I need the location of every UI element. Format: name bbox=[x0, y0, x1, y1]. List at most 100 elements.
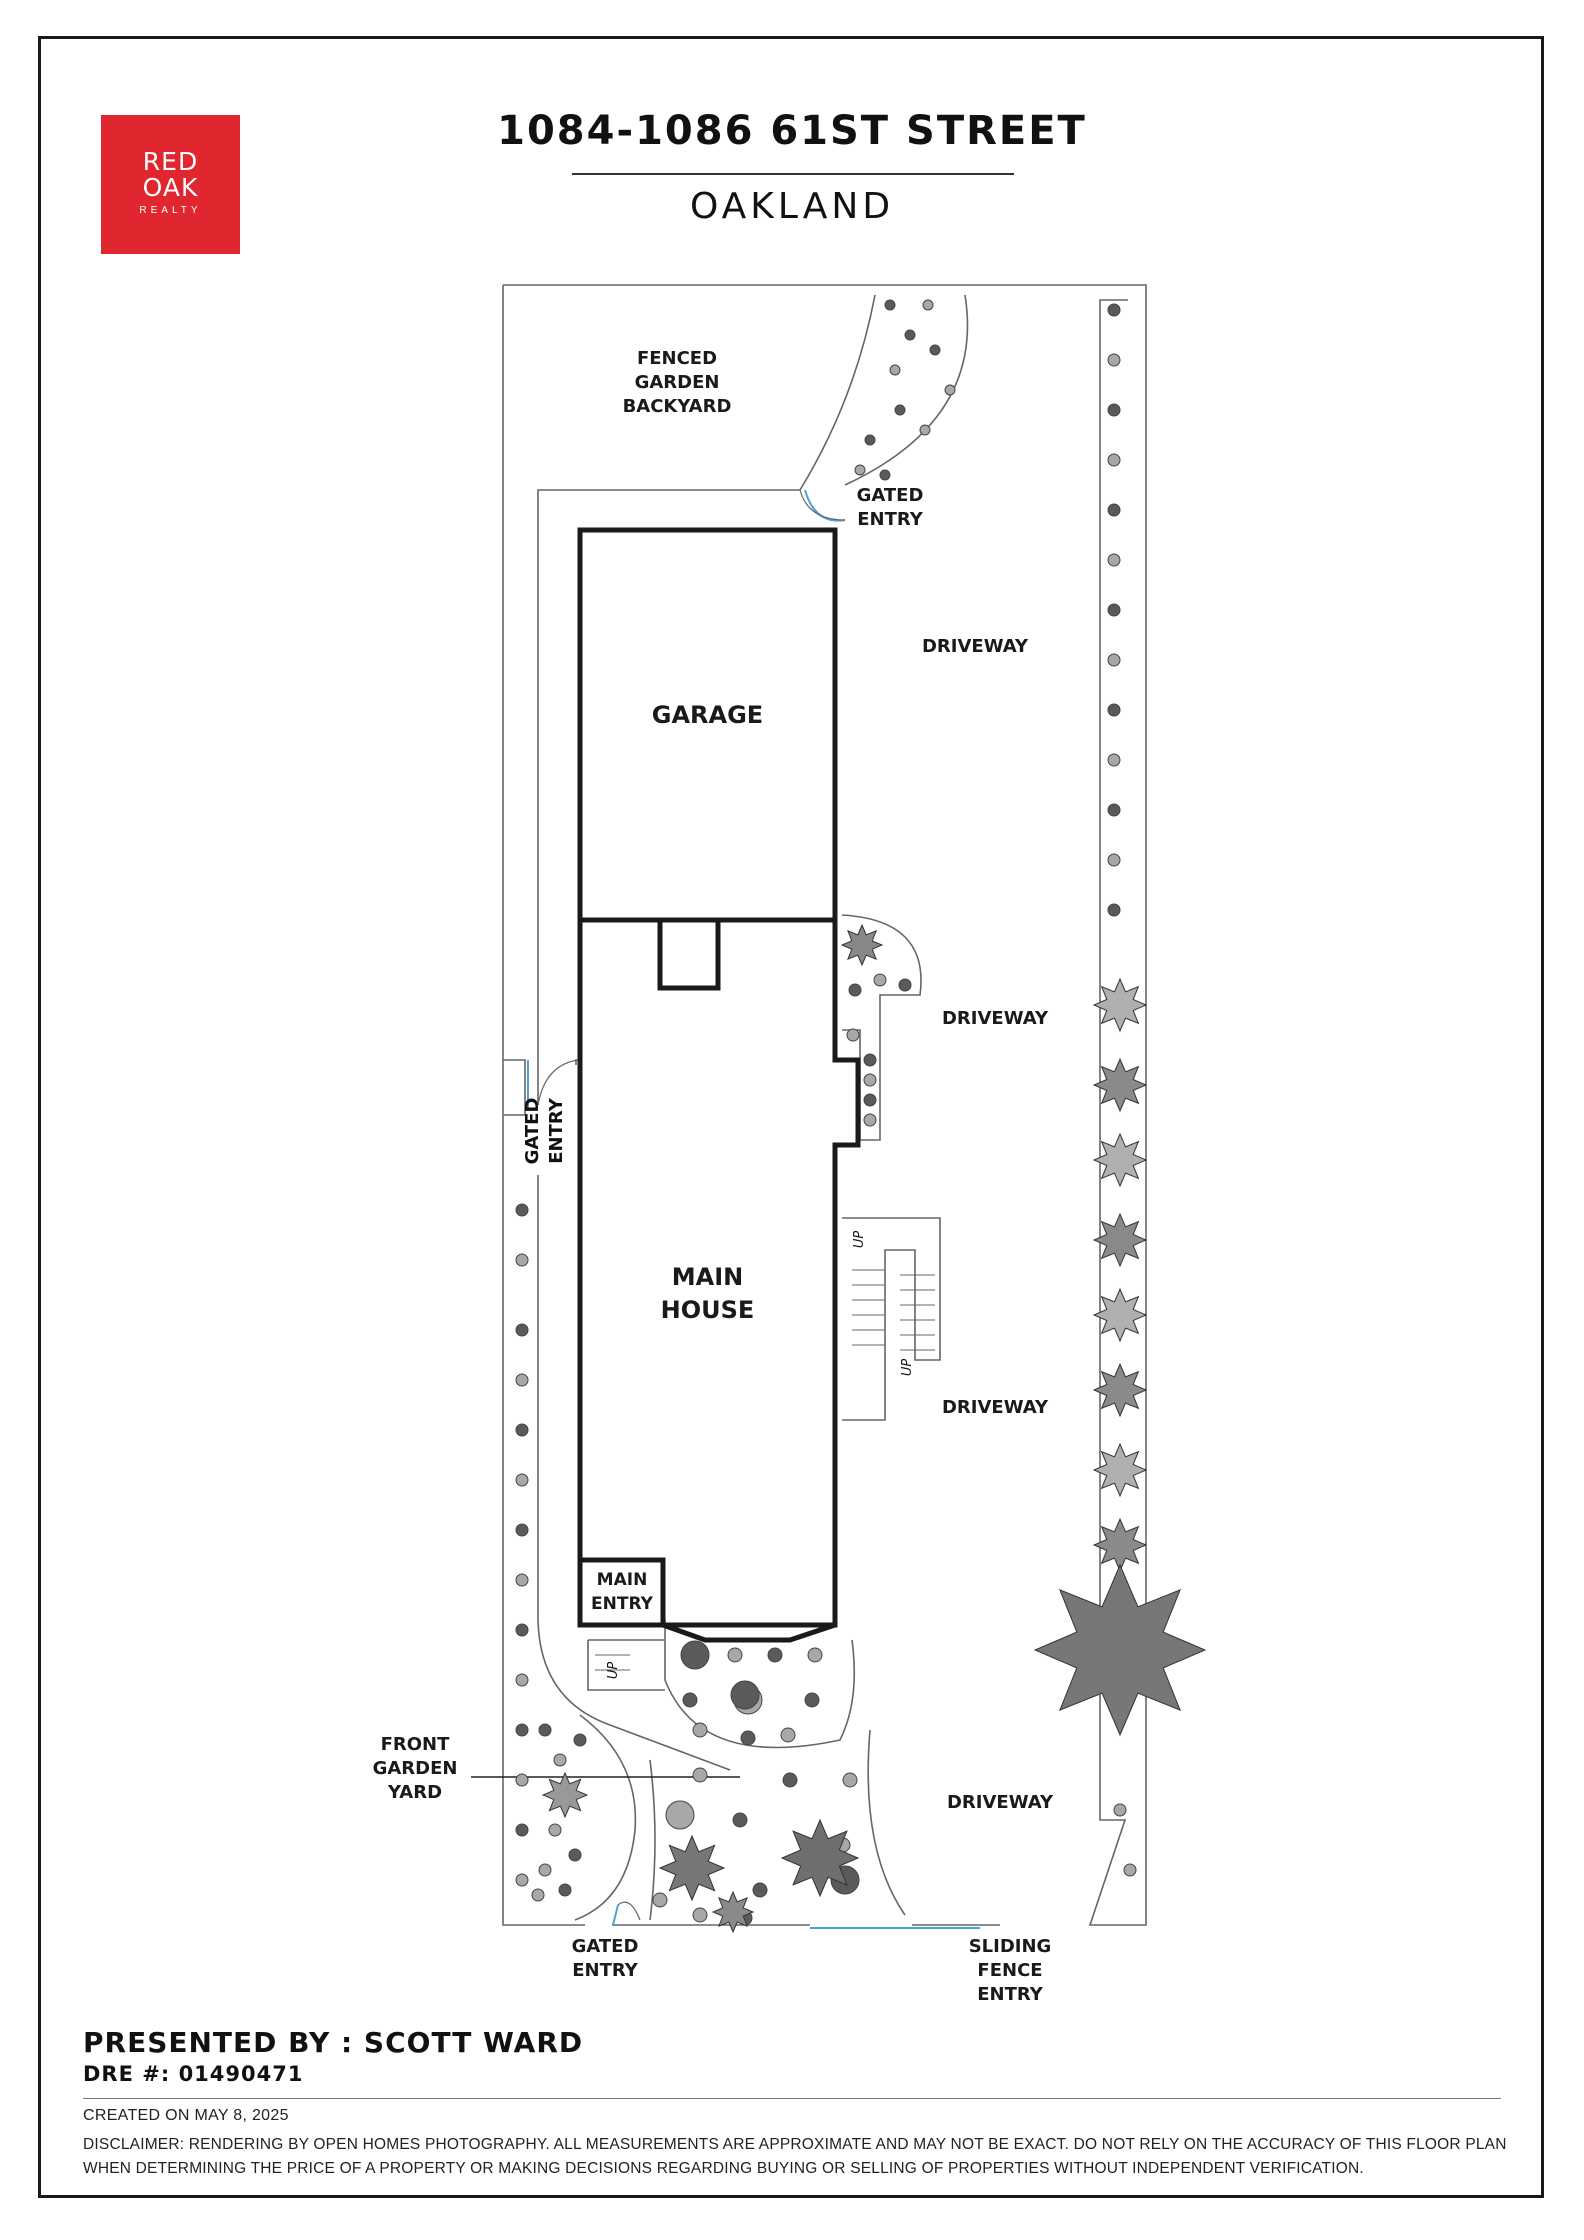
dre-number: DRE #: 01490471 bbox=[83, 2062, 304, 2086]
side-shrub bbox=[515, 1373, 529, 1387]
front-garden-shrub bbox=[553, 1753, 567, 1767]
label-gated-entry-bottom: GATED ENTRY bbox=[571, 1936, 639, 1981]
disclaimer-text: DISCLAIMER: RENDERING BY OPEN HOMES PHOT… bbox=[83, 2136, 1507, 2177]
front-garden-shrub bbox=[568, 1848, 582, 1862]
front-gate-swing bbox=[617, 1901, 641, 1921]
footer-divider bbox=[83, 2098, 1501, 2099]
front-tree bbox=[780, 1818, 860, 1898]
label-driveway-3: DRIVEWAY bbox=[941, 1397, 1048, 1418]
fence-shrub bbox=[1107, 353, 1121, 367]
label-main-entry: MAIN ENTRY bbox=[591, 1570, 653, 1614]
planter-shrub bbox=[848, 983, 862, 997]
garden-shrub bbox=[889, 364, 901, 376]
driveway-plant bbox=[1092, 1287, 1148, 1343]
front-garden-shrub bbox=[531, 1888, 545, 1902]
label-main-house: MAIN HOUSE bbox=[660, 1263, 755, 1324]
front-shrub bbox=[727, 1647, 743, 1663]
side-gate-notch bbox=[503, 1059, 526, 1116]
driveway-plant bbox=[1092, 1517, 1148, 1573]
garden-shrub bbox=[884, 299, 896, 311]
planter-shrub bbox=[898, 978, 912, 992]
side-planter bbox=[841, 914, 922, 1141]
side-shrub bbox=[515, 1873, 529, 1887]
label-driveway-2: DRIVEWAY bbox=[941, 1008, 1048, 1029]
garden-shrub bbox=[944, 384, 956, 396]
front-shrub bbox=[682, 1692, 698, 1708]
front-shrub bbox=[842, 1772, 858, 1788]
fence-shrub bbox=[1123, 1863, 1137, 1877]
garden-shrub bbox=[864, 434, 876, 446]
driveway-plant bbox=[1092, 1057, 1148, 1113]
large-tree bbox=[1033, 1563, 1207, 1737]
front-shrub bbox=[692, 1907, 708, 1923]
fence-shrub bbox=[1107, 653, 1121, 667]
front-shrub bbox=[804, 1692, 820, 1708]
side-shrub bbox=[515, 1423, 529, 1437]
front-shrub bbox=[782, 1772, 798, 1788]
side-shrub bbox=[515, 1473, 529, 1487]
garage-walls bbox=[577, 527, 838, 923]
main-house-walls bbox=[577, 920, 861, 1628]
fence-shrub bbox=[1107, 903, 1121, 917]
logo-line-realty: REALTY bbox=[139, 205, 202, 216]
garden-shrub bbox=[919, 424, 931, 436]
garden-shrub bbox=[854, 464, 866, 476]
front-shrub bbox=[740, 1730, 756, 1746]
garden-shrub bbox=[894, 404, 906, 416]
label-garage: GARAGE bbox=[651, 701, 764, 729]
planter-plant bbox=[840, 923, 884, 967]
driveway-plant bbox=[1092, 977, 1148, 1033]
logo-line-red: RED bbox=[142, 147, 199, 176]
fence-shrub bbox=[1107, 753, 1121, 767]
side-shrub bbox=[515, 1673, 529, 1687]
entry-step bbox=[587, 1640, 665, 1691]
front-garden-shrub bbox=[548, 1823, 562, 1837]
front-garden-shrub bbox=[538, 1863, 552, 1877]
front-planter-right bbox=[867, 1729, 906, 1916]
label-up-stairs-1: UP bbox=[852, 1230, 868, 1249]
driveway-plant bbox=[1092, 1132, 1148, 1188]
side-shrub bbox=[515, 1623, 529, 1637]
title-divider bbox=[572, 173, 1014, 175]
fence-shrub bbox=[1107, 603, 1121, 617]
side-shrub bbox=[515, 1323, 529, 1337]
label-driveway-4: DRIVEWAY bbox=[946, 1792, 1053, 1813]
front-shrub bbox=[752, 1882, 768, 1898]
fence-shrub bbox=[1113, 1803, 1127, 1817]
side-shrub bbox=[515, 1723, 529, 1737]
driveway-plant bbox=[1092, 1362, 1148, 1418]
walkway-top bbox=[537, 489, 800, 1105]
side-shrub bbox=[515, 1573, 529, 1587]
garden-shrub bbox=[922, 299, 934, 311]
front-shrub bbox=[807, 1647, 823, 1663]
presented-by: PRESENTED BY : SCOTT WARD bbox=[83, 2026, 584, 2059]
label-sliding-fence-entry: SLIDING FENCE ENTRY bbox=[968, 1936, 1052, 2005]
front-garden-plant bbox=[541, 1771, 589, 1819]
front-shrub bbox=[665, 1800, 695, 1830]
main-entry-walls bbox=[580, 1557, 666, 1625]
front-tree bbox=[658, 1834, 726, 1902]
logo-line-oak: OAK bbox=[142, 173, 199, 202]
garden-shrub bbox=[904, 329, 916, 341]
front-planter-mid bbox=[649, 1759, 656, 1921]
front-shrub bbox=[680, 1640, 710, 1670]
front-shrub bbox=[732, 1812, 748, 1828]
created-date: CREATED ON MAY 8, 2025 bbox=[83, 2107, 289, 2124]
side-shrub bbox=[515, 1203, 529, 1217]
label-fenced-garden: FENCED GARDEN BACKYARD bbox=[622, 348, 732, 417]
front-gate-door bbox=[612, 1904, 619, 1926]
side-shrub bbox=[515, 1523, 529, 1537]
house-alcove bbox=[657, 922, 721, 991]
label-gated-entry-top: GATED ENTRY bbox=[856, 485, 924, 530]
front-shrub bbox=[780, 1727, 796, 1743]
fence-shrub bbox=[1107, 403, 1121, 417]
front-garden-shrub bbox=[538, 1723, 552, 1737]
stairs-outline bbox=[842, 1217, 941, 1421]
property-address: 1084-1086 61ST STREET bbox=[497, 108, 1087, 154]
lot-outline-right bbox=[503, 284, 1147, 1926]
fence-shrub bbox=[1107, 703, 1121, 717]
label-front-garden: FRONT GARDEN YARD bbox=[372, 1734, 458, 1803]
fence-shrub bbox=[1107, 803, 1121, 817]
garden-bed-right bbox=[844, 294, 969, 486]
